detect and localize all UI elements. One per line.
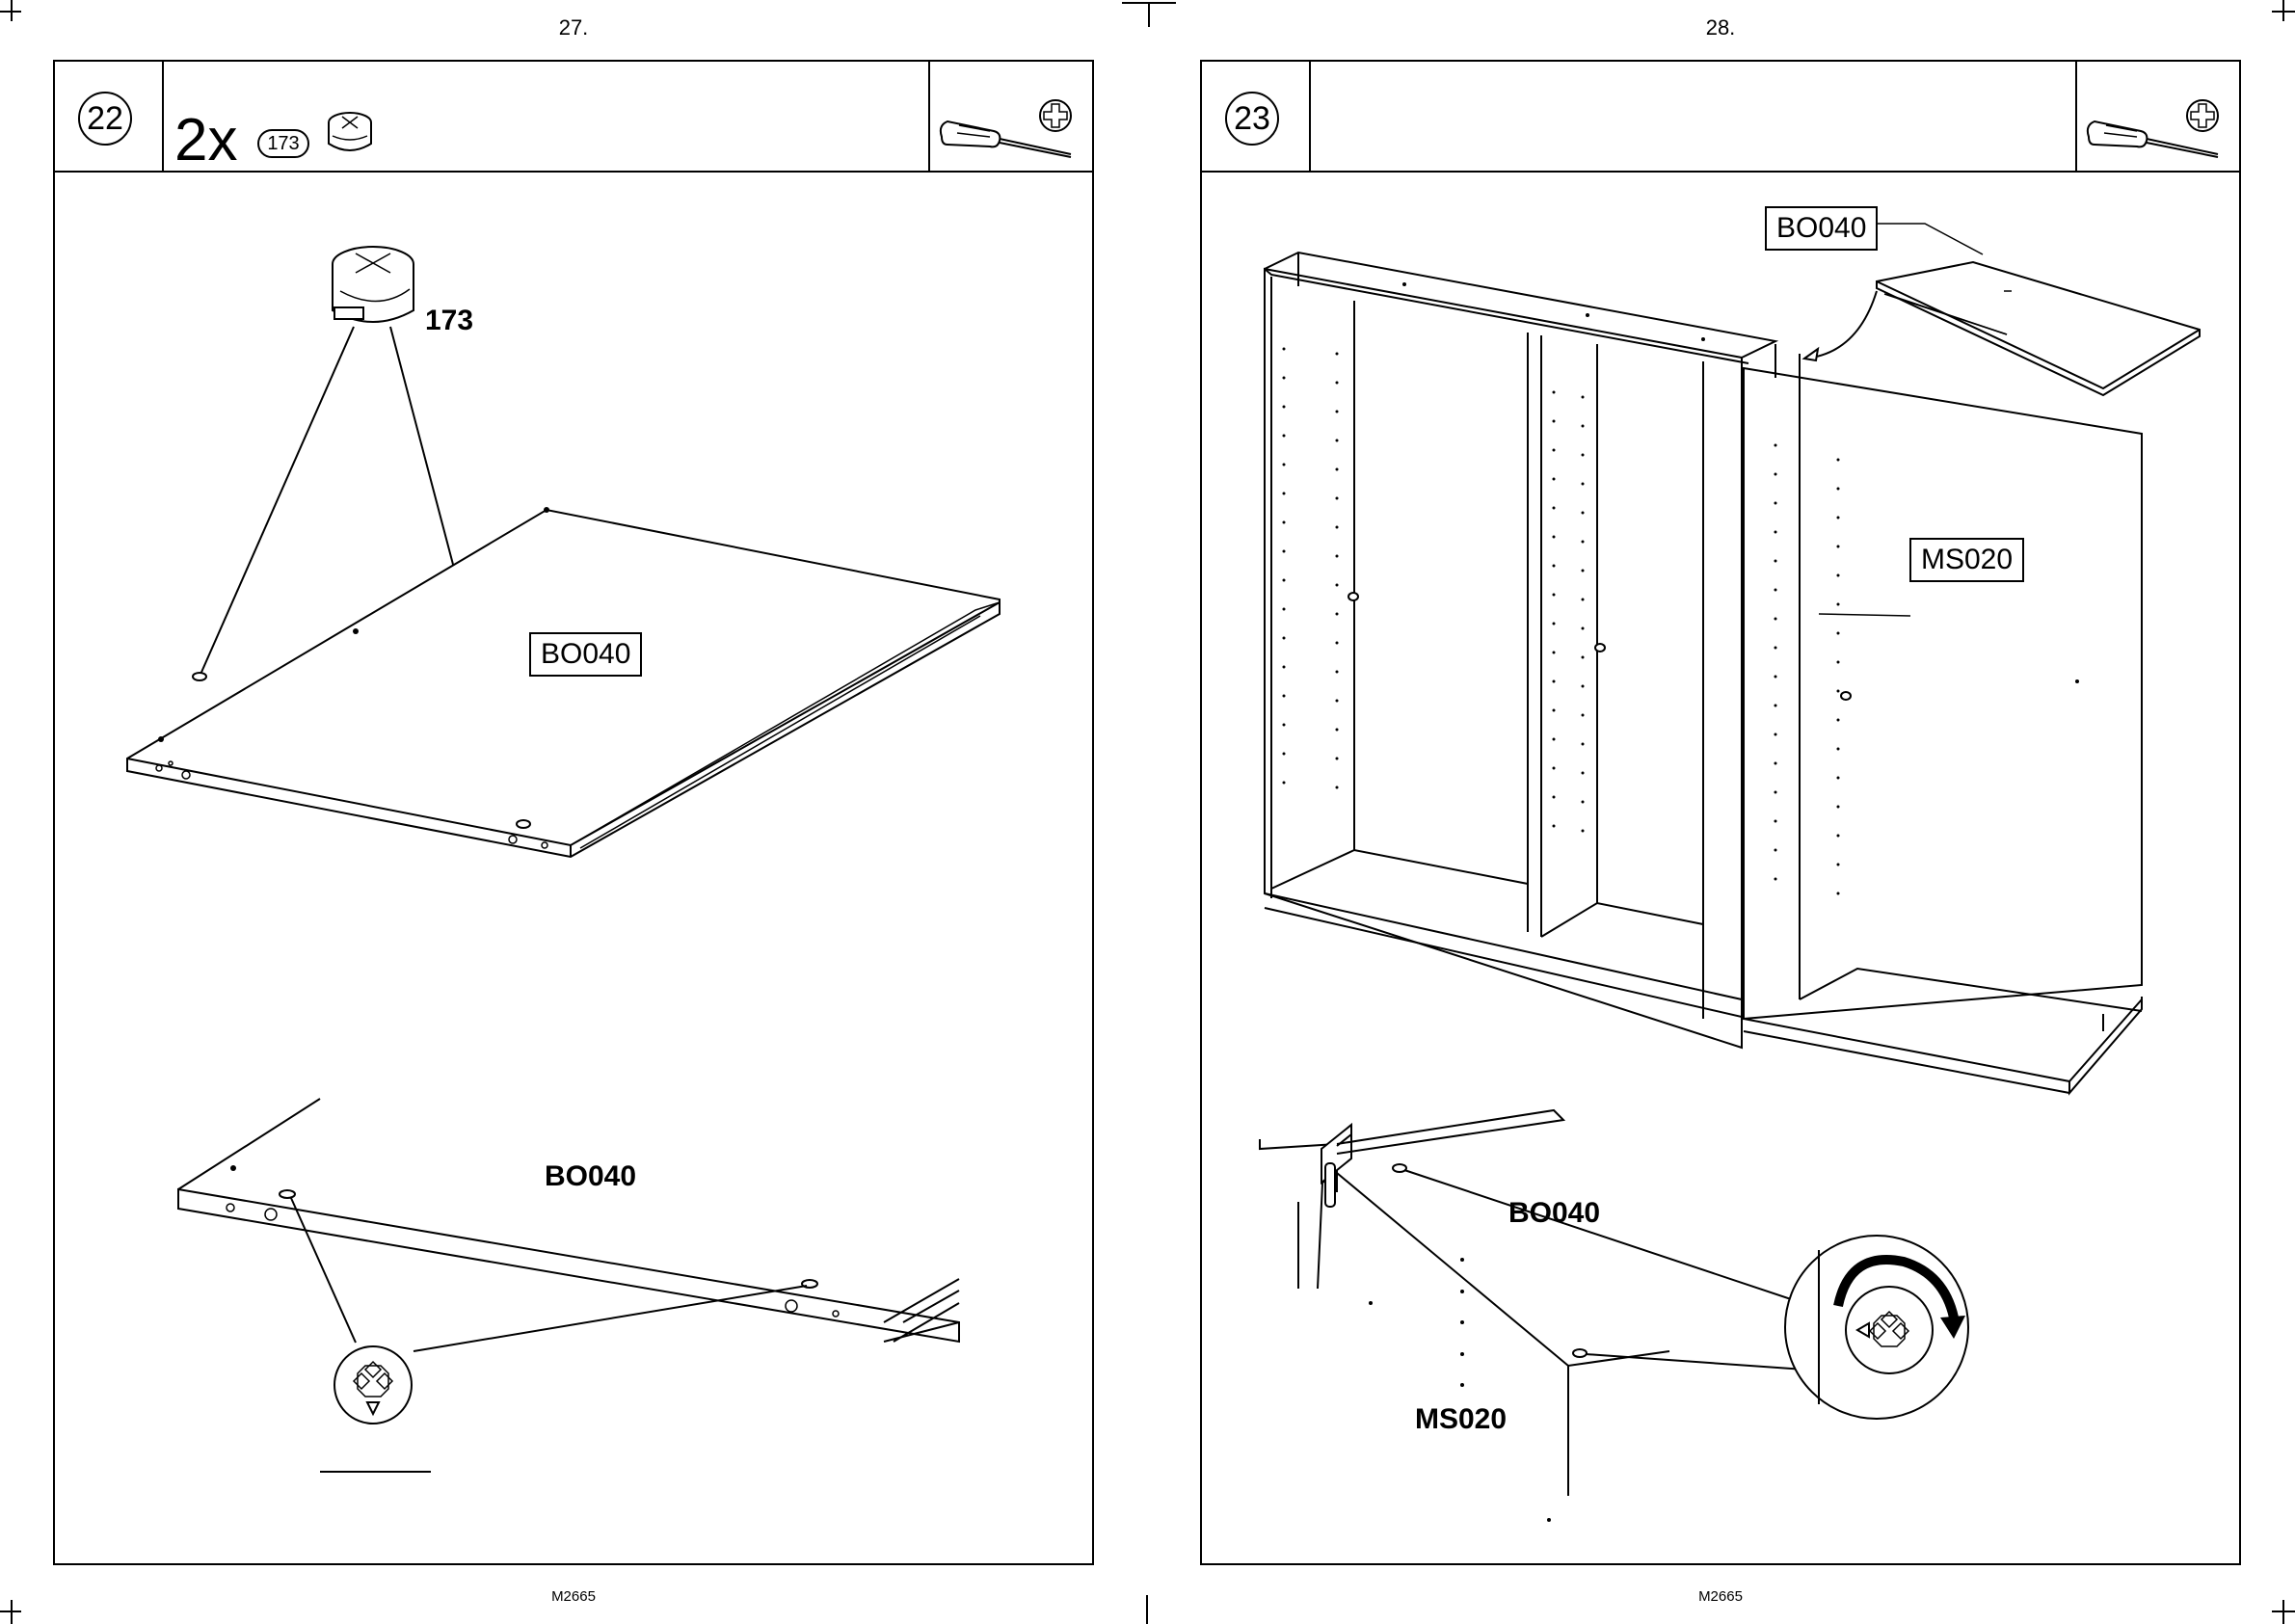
step-panel-22: 22 2x 173 bbox=[53, 60, 1094, 1565]
panel-label-detail: MS020 bbox=[1415, 1403, 1507, 1436]
step-number-cell: 23 bbox=[1202, 62, 1311, 171]
board-label-detail: BO040 bbox=[545, 1160, 636, 1193]
phillips-head-icon bbox=[1036, 100, 1075, 139]
cam-part-label: 173 bbox=[425, 305, 473, 337]
step-number: 23 bbox=[1225, 92, 1279, 146]
tool-cell bbox=[928, 62, 1092, 171]
tool-cell bbox=[2075, 62, 2239, 171]
board-label-leader bbox=[1877, 216, 2069, 293]
phillips-head-icon bbox=[2183, 100, 2222, 139]
cam-lock-slot-icon bbox=[334, 1346, 412, 1424]
step-panel-23: 23 bbox=[1200, 60, 2241, 1565]
step-number: 22 bbox=[78, 92, 132, 146]
footer-code-left: M2665 bbox=[516, 1588, 631, 1605]
cam-lock-icon bbox=[321, 105, 379, 163]
board-label-top: BO040 bbox=[1765, 206, 1878, 251]
page-number-right: 28. bbox=[1672, 15, 1769, 40]
board-label-detail: BO040 bbox=[1508, 1197, 1600, 1230]
board-assembly-drawing bbox=[55, 171, 1096, 1558]
board-label-top: BO040 bbox=[529, 632, 642, 677]
wardrobe-assembly-drawing bbox=[1202, 171, 2243, 1558]
cam-lock-icon bbox=[333, 247, 414, 322]
part-ref-badge: 173 bbox=[257, 129, 309, 158]
step-header: 23 bbox=[1202, 62, 2239, 173]
footer-code-right: M2665 bbox=[1663, 1588, 1778, 1605]
panel-label-top: MS020 bbox=[1909, 538, 2024, 582]
page-number-left: 27. bbox=[525, 15, 622, 40]
step-number-cell: 22 bbox=[55, 62, 164, 171]
quantity-label: 2x bbox=[174, 106, 237, 174]
step-header: 22 2x bbox=[55, 62, 1092, 173]
